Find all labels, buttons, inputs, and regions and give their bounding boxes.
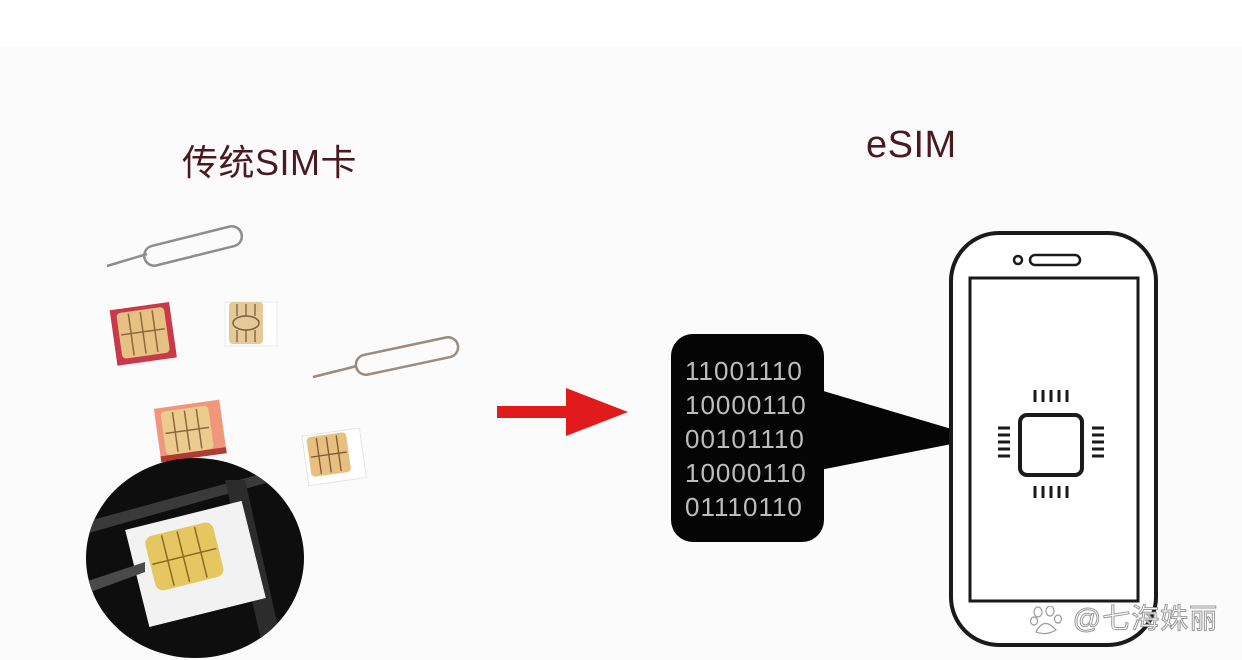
top-band	[0, 0, 1242, 47]
chip-icon	[998, 390, 1104, 498]
sim-card-icon	[301, 427, 367, 487]
binary-code-block: 11001110 10000110 00101110 10000110 0111…	[671, 334, 824, 542]
binary-row: 10000110	[685, 458, 807, 488]
sim-tray-inset	[86, 458, 304, 658]
binary-row: 11001110	[685, 356, 803, 386]
sim-card-icon	[109, 301, 177, 366]
callout-pointer	[820, 390, 982, 470]
binary-row: 01110110	[685, 492, 803, 522]
binary-row: 10000110	[685, 390, 807, 420]
sim-card-icon	[153, 399, 227, 463]
smartphone-icon	[949, 231, 1158, 647]
watermark-text: @七海姝丽	[1072, 603, 1219, 635]
traditional-sim-photo	[86, 225, 460, 658]
sim-card-icon	[224, 301, 278, 347]
traditional-sim-title: 传统SIM卡	[182, 142, 358, 183]
sim-eject-pin-icon	[312, 336, 460, 379]
esim-title: eSIM	[866, 124, 957, 166]
arrow-right-icon	[497, 388, 628, 436]
baidu-paw-icon	[1030, 605, 1063, 634]
sim-eject-pin-icon	[106, 225, 244, 268]
watermark: @七海姝丽	[1030, 597, 1218, 637]
binary-row: 00101110	[685, 424, 805, 454]
